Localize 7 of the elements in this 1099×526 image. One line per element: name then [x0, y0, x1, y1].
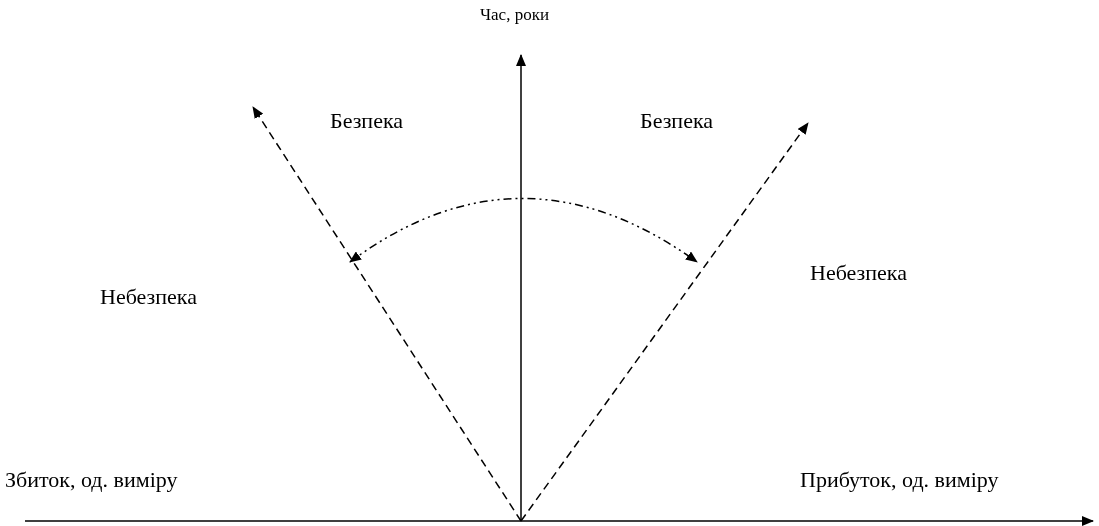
region-label: Безпека: [330, 110, 403, 132]
region-label: Небезпека: [810, 262, 907, 284]
region-label: Небезпека: [100, 286, 197, 308]
axis-label: Час, роки: [480, 6, 549, 23]
axis-label: Збиток, од. виміру: [5, 469, 178, 491]
axis-label: Прибуток, од. виміру: [800, 469, 999, 491]
region-label: Безпека: [640, 110, 713, 132]
